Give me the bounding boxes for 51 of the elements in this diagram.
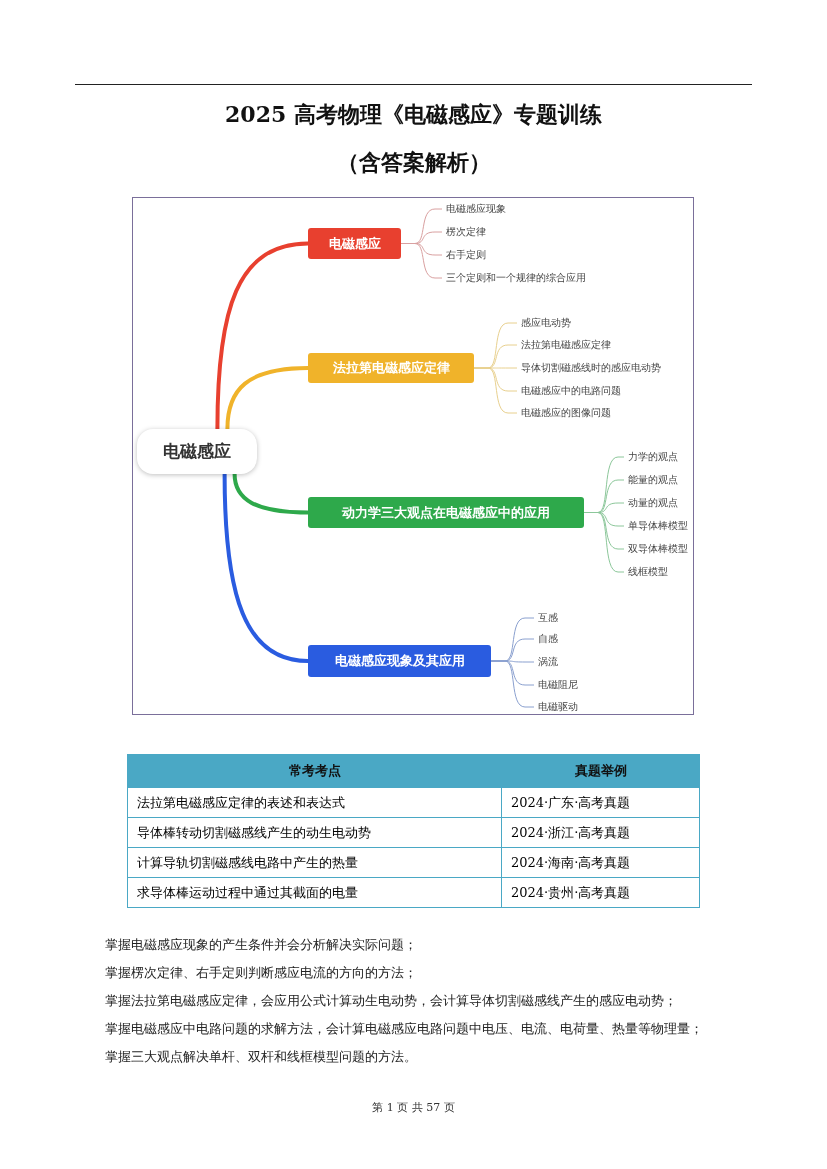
connector-line <box>222 473 309 663</box>
table-header-cell: 真题举例 <box>501 754 700 788</box>
branch-topic-box: 电磁感应 <box>308 228 401 259</box>
subtopic-text: 单导体棒模型 <box>628 519 688 533</box>
subtopic-text: 涡流 <box>538 655 558 669</box>
connector-line <box>490 660 535 708</box>
connector-line <box>400 243 443 279</box>
subtopic-text: 力学的观点 <box>628 450 678 464</box>
objective-text: 掌握三大观点解决单杆、双杆和线框模型问题的方法。 <box>105 1049 417 1066</box>
subtopic-text: 法拉第电磁感应定律 <box>521 338 611 352</box>
connector-line <box>473 367 518 414</box>
objective-text: 掌握法拉第电磁感应定律，会应用公式计算动生电动势，会计算导体切割磁感线产生的感应电动势； <box>105 993 677 1010</box>
subtopic-text: 导体切割磁感线时的感应电动势 <box>521 361 661 375</box>
subtopic-text: 右手定则 <box>446 248 486 262</box>
connector-line <box>225 366 309 430</box>
subtopic-text: 楞次定律 <box>446 225 486 239</box>
table-cell: 法拉第电磁感应定律的表述和表达式 <box>127 787 502 818</box>
table-cell: 求导体棒运动过程中通过其截面的电量 <box>127 877 502 908</box>
branch-topic-box: 动力学三大观点在电磁感应中的应用 <box>308 497 584 528</box>
subtitle: （含答案解析） <box>335 148 492 177</box>
subtopic-text: 自感 <box>538 632 558 646</box>
table-header-cell: 常考考点 <box>127 754 502 788</box>
subtopic-text: 双导体棒模型 <box>628 542 688 556</box>
subtopic-text: 电磁阻尼 <box>538 678 578 692</box>
subtopic-text: 电磁感应的图像问题 <box>521 406 611 420</box>
page-number: 第 1 页 共 57 页 <box>371 1100 456 1115</box>
table-cell: 2024·海南·高考真题 <box>501 847 700 878</box>
table-cell: 2024·广东·高考真题 <box>501 787 700 818</box>
branch-topic-box: 法拉第电磁感应定律 <box>308 353 474 383</box>
central-topic-box: 电磁感应 <box>137 429 257 474</box>
connector-line <box>215 241 309 430</box>
table-cell: 导体棒转动切割磁感线产生的动生电动势 <box>127 817 502 848</box>
subtopic-text: 电磁驱动 <box>538 700 578 714</box>
connector-line <box>583 512 625 573</box>
subtopic-text: 感应电动势 <box>521 316 571 330</box>
subtopic-text: 三个定则和一个规律的综合应用 <box>446 271 586 285</box>
branch-topic-box: 电磁感应现象及其应用 <box>308 645 491 677</box>
objective-text: 掌握电磁感应现象的产生条件并会分析解决实际问题； <box>105 937 417 954</box>
subtopic-text: 能量的观点 <box>628 473 678 487</box>
table-cell: 计算导轨切割磁感线电路中产生的热量 <box>127 847 502 878</box>
connector-line <box>232 473 309 515</box>
objective-text: 掌握电磁感应中电路问题的求解方法，会计算电磁感应电路问题中电压、电流、电荷量、热量等物理量； <box>105 1021 703 1038</box>
subtopic-text: 电磁感应现象 <box>446 202 506 216</box>
subtopic-text: 互感 <box>538 611 558 625</box>
subtopic-text: 电磁感应中的电路问题 <box>521 384 621 398</box>
subtopic-text: 线框模型 <box>628 565 668 579</box>
title: 2025 高考物理《电磁感应》专题训练 <box>224 100 603 129</box>
objective-text: 掌握楞次定律、右手定则判断感应电流的方向的方法； <box>105 965 417 982</box>
subtopic-text: 动量的观点 <box>628 496 678 510</box>
table-cell: 2024·贵州·高考真题 <box>501 877 700 908</box>
table-cell: 2024·浙江·高考真题 <box>501 817 700 848</box>
